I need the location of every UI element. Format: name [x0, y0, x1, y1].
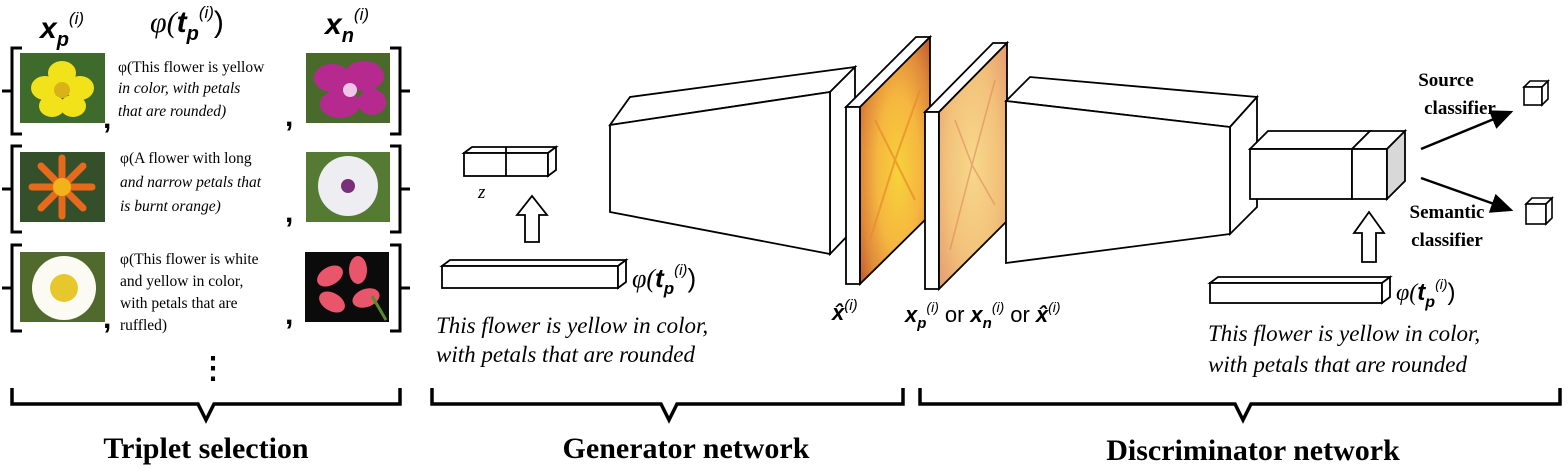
- positive-image: [20, 252, 105, 322]
- feature-concat-block: [1247, 128, 1408, 202]
- input-sentence: This flower is yellow in color,: [436, 313, 708, 338]
- negative-image: [306, 53, 390, 123]
- generator-block: [608, 64, 858, 257]
- phi-tp-label: φ(tp(i)): [1396, 276, 1456, 311]
- row-text: φ(This flower is white: [120, 251, 259, 268]
- z-label: z: [477, 182, 486, 203]
- triplet-row-3: φ(This flower is white and yellow in col…: [2, 243, 410, 335]
- arrow-to-source: [1420, 110, 1514, 151]
- positive-image: [20, 53, 105, 123]
- triplet-row-2: φ(A flower with long and narrow petals t…: [2, 144, 410, 234]
- semantic-classifier-label: classifier: [1411, 230, 1483, 251]
- section-brace: [918, 388, 1562, 424]
- row-bracket-left: [2, 46, 22, 136]
- comma: ,: [103, 102, 111, 135]
- phi-tp-label: φ(tp(i)): [632, 262, 696, 298]
- row-text: in color, with petals: [118, 80, 240, 97]
- negative-image: [306, 152, 390, 222]
- row-text: is burnt orange): [120, 198, 221, 215]
- generated-image: [843, 34, 933, 287]
- header-xn: xn(i): [323, 5, 369, 47]
- discriminator-section: φ(tp(i)) This flower is yellow in color,…: [904, 40, 1562, 467]
- row-text: that are rounded): [118, 103, 226, 120]
- row-text: ruffled): [120, 317, 167, 334]
- input-sentence: This flower is yellow in color,: [1208, 321, 1480, 346]
- header-xp: xp(i): [38, 9, 84, 51]
- triplet-row-1: φ(This flower is yellow in color, with p…: [2, 46, 410, 136]
- generator-section: z φ(tp(i)) This flower is yellow in colo…: [430, 34, 933, 465]
- row-text: and yellow in color,: [120, 273, 243, 290]
- negative-image: [305, 252, 389, 322]
- section-caption: Generator network: [563, 432, 810, 465]
- section-caption: Discriminator network: [1106, 434, 1400, 467]
- row-bracket-right: [390, 46, 410, 136]
- input-sentence: with petals that are rounded: [436, 342, 695, 367]
- ellipsis: ⋮: [198, 352, 228, 385]
- section-brace: [430, 388, 905, 424]
- semantic-classifier-label: Semantic: [1410, 202, 1485, 223]
- source-output-cube-icon: [1522, 79, 1550, 107]
- semantic-output-cube-icon: [1524, 196, 1554, 226]
- discriminator-block: [1004, 76, 1259, 265]
- row-bracket-left: [2, 144, 22, 234]
- comma: ,: [103, 302, 111, 335]
- comma: ,: [285, 100, 293, 133]
- row-text: φ(A flower with long: [120, 150, 252, 167]
- section-caption: Triplet selection: [103, 432, 309, 465]
- positive-image: [20, 152, 105, 222]
- row-bracket-right: [390, 243, 410, 333]
- up-arrow-icon: [1352, 210, 1386, 263]
- text-embedding-bar: [439, 258, 629, 290]
- triplet-section: xp(i) φ(tp(i)) xn(i) φ(This flower is ye…: [2, 3, 410, 465]
- row-text: and narrow petals that: [120, 174, 262, 191]
- row-bracket-left: [2, 243, 22, 333]
- section-brace: [10, 388, 402, 424]
- arrow-to-semantic: [1420, 176, 1514, 213]
- generated-image-label: x̂(i): [831, 297, 858, 325]
- row-bracket-right: [390, 144, 410, 234]
- comma: ,: [285, 298, 293, 331]
- row-text: with petals that are: [120, 295, 238, 312]
- source-classifier-label: classifier: [1424, 98, 1496, 119]
- text-embedding-bar: [1207, 275, 1393, 305]
- z-noise-vector: [461, 145, 559, 178]
- header-phi-tp: φ(tp(i)): [150, 3, 224, 45]
- row-text: φ(This flower is yellow: [118, 59, 265, 76]
- source-classifier-label: Source: [1418, 70, 1474, 91]
- up-arrow-icon: [515, 194, 549, 243]
- discriminator-input-image: [922, 40, 1010, 292]
- input-sentence: with petals that are rounded: [1208, 352, 1467, 377]
- comma: ,: [285, 196, 293, 229]
